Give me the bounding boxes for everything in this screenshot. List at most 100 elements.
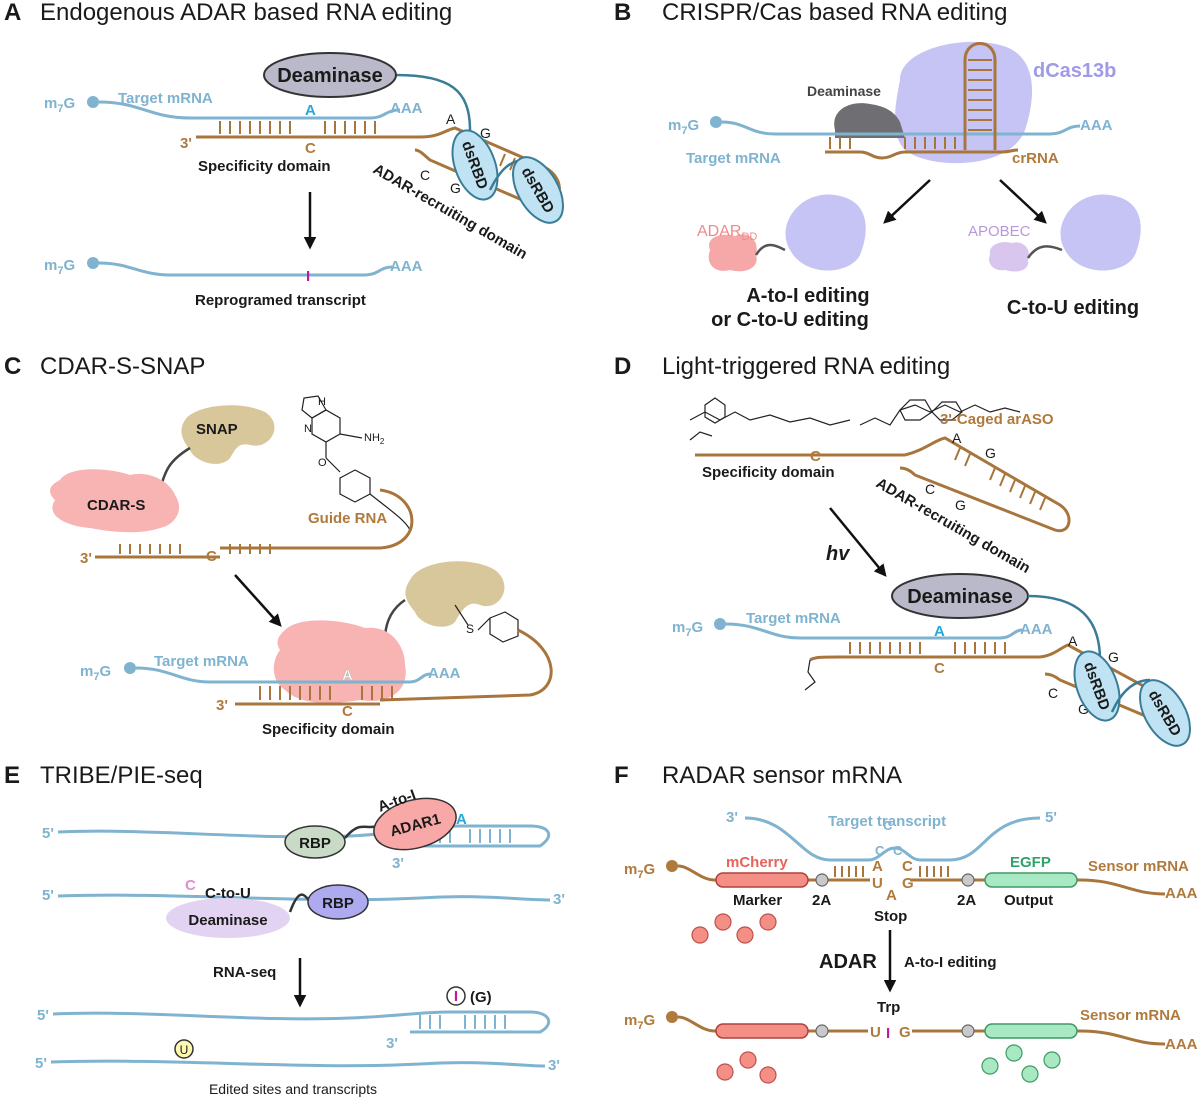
cap-dot-b: [710, 116, 722, 128]
sensor-edited-right: [912, 1029, 1166, 1046]
deaminase-linker: [395, 73, 472, 140]
cytidine-c: C: [305, 140, 316, 157]
trp-u: U: [870, 1024, 881, 1041]
2a-label-left: 2A: [812, 892, 831, 909]
deaminase-b-label: Deaminase: [807, 83, 881, 99]
three-prime-c: 3': [80, 550, 92, 567]
adar1-protein: [373, 797, 457, 851]
cap-dot-d: [714, 618, 726, 630]
panel-b: B CRISPR/Cas based RNA editing dCas13b D…: [614, 0, 1141, 331]
target-mrna-b: [721, 120, 1081, 136]
adenosine-e: A: [456, 811, 467, 828]
target-mrna-c-label: Target mRNA: [154, 653, 249, 670]
loop-c: C: [420, 167, 430, 183]
adar-f-label: ADAR: [819, 951, 877, 973]
five-prime-2: 5': [42, 887, 54, 904]
cdar-s-protein: [50, 469, 180, 533]
mcherry-dots: [691, 913, 777, 944]
loop-g2-d: G: [955, 497, 966, 513]
cytidine-e: C: [185, 877, 196, 894]
nh2-label: NH2: [364, 432, 385, 446]
cas13-right: [1060, 194, 1141, 271]
guide-rna-strand: [220, 488, 414, 550]
target-c1: C: [875, 843, 885, 858]
dsrbd-1: [451, 129, 499, 201]
deaminase-d-linker: [1027, 594, 1102, 661]
base-pair-ticks: [219, 121, 376, 134]
guide-ticks-c: [119, 544, 271, 554]
stop-c: C: [902, 858, 913, 875]
three-prime-bound: 3': [216, 697, 228, 714]
loop-g-d: G: [985, 445, 996, 461]
2a-marker-left-2: [815, 1024, 829, 1038]
panel-e-title: TRIBE/PIE-seq: [40, 762, 203, 789]
target-c3: C: [883, 818, 893, 833]
ticks-d-bound: [849, 642, 1006, 654]
guide-rna-bound: [379, 628, 553, 702]
edited-label: Edited sites and transcripts: [209, 1081, 377, 1097]
egfp-label: EGFP: [1010, 854, 1051, 871]
inosine-e: I: [454, 988, 458, 1005]
panel-b-title: CRISPR/Cas based RNA editing: [662, 0, 1008, 26]
s-benzyl-structure: [454, 604, 519, 643]
panel-e-letter: E: [4, 762, 20, 789]
g-paren: (G): [470, 989, 492, 1006]
trp-label: Trp: [877, 999, 900, 1016]
transcript-3: [52, 1010, 551, 1034]
egfp-dots: [981, 1044, 1061, 1083]
mcherry-box: [715, 872, 809, 888]
s-label: S: [466, 622, 474, 636]
caged-ticks: [954, 447, 1046, 511]
stop-g: G: [902, 875, 914, 892]
panel-c-title: CDAR-S-SNAP: [40, 353, 205, 380]
aaa-tail-d: AAA: [1020, 621, 1053, 638]
sensor-mrna-label-2: Sensor mRNA: [1080, 1007, 1181, 1024]
cdar-s-label: CDAR-S: [87, 497, 145, 514]
dsrbd-2: [512, 156, 564, 224]
caged-label: 3'-Caged arASO: [940, 411, 1054, 428]
three-prime-label: 3': [180, 135, 192, 152]
three-prime-f: 3': [726, 809, 738, 826]
rbp-1-label: RBP: [299, 835, 331, 852]
cap-dot-c: [124, 662, 136, 674]
cytidine-bound: C: [342, 703, 353, 720]
crrna-label: crRNA: [1012, 150, 1059, 167]
aaa-tail-c: AAA: [428, 665, 461, 682]
uridine-e: U: [180, 1043, 189, 1057]
panel-a-letter: A: [4, 0, 21, 26]
n-label: N: [304, 423, 312, 435]
sensor-right: [910, 878, 1166, 896]
panel-d-letter: D: [614, 353, 631, 380]
arrow-d: [829, 507, 887, 577]
three-prime-e2: 3': [553, 891, 565, 908]
loop-g2-d2: G: [1078, 701, 1089, 717]
edit1-line1: A-to-I editing: [746, 285, 869, 307]
target-transcript-label: Target transcript: [828, 813, 946, 830]
m7g-label-c: m7G: [80, 663, 111, 683]
deaminase-e-label: Deaminase: [188, 912, 267, 929]
marker-label: Marker: [733, 892, 782, 909]
a-to-i-f-label: A-to-I editing: [904, 954, 996, 971]
deaminase-b: [834, 103, 905, 138]
inosine-marker: [446, 986, 466, 1006]
three-prime-e1: 3': [392, 855, 404, 872]
loop-c-d: C: [925, 481, 935, 497]
guide-rna-label: Guide RNA: [308, 510, 387, 527]
c-to-u-label: C-to-U: [205, 885, 251, 902]
panel-a: A Endogenous ADAR based RNA editing m7G …: [4, 0, 564, 309]
dsrbd-d-linker: [1110, 678, 1151, 713]
adenosine-d: A: [934, 623, 945, 640]
target-transcript-strand: [744, 816, 1041, 862]
trp-i: I: [886, 1025, 890, 1042]
2a-marker-left: [815, 873, 829, 887]
nh-label: H: [318, 396, 326, 408]
deaminase-domain: [263, 52, 397, 98]
deaminase-e: [166, 898, 290, 938]
dcas13b-label: dCas13b: [1033, 60, 1116, 82]
target-mrna-b-label: Target mRNA: [686, 150, 781, 167]
aaa-tail-2: AAA: [390, 258, 423, 275]
sensor-ticks: [834, 866, 949, 877]
inosine-i: I: [306, 268, 310, 285]
caged-hairpin: [899, 436, 1071, 533]
